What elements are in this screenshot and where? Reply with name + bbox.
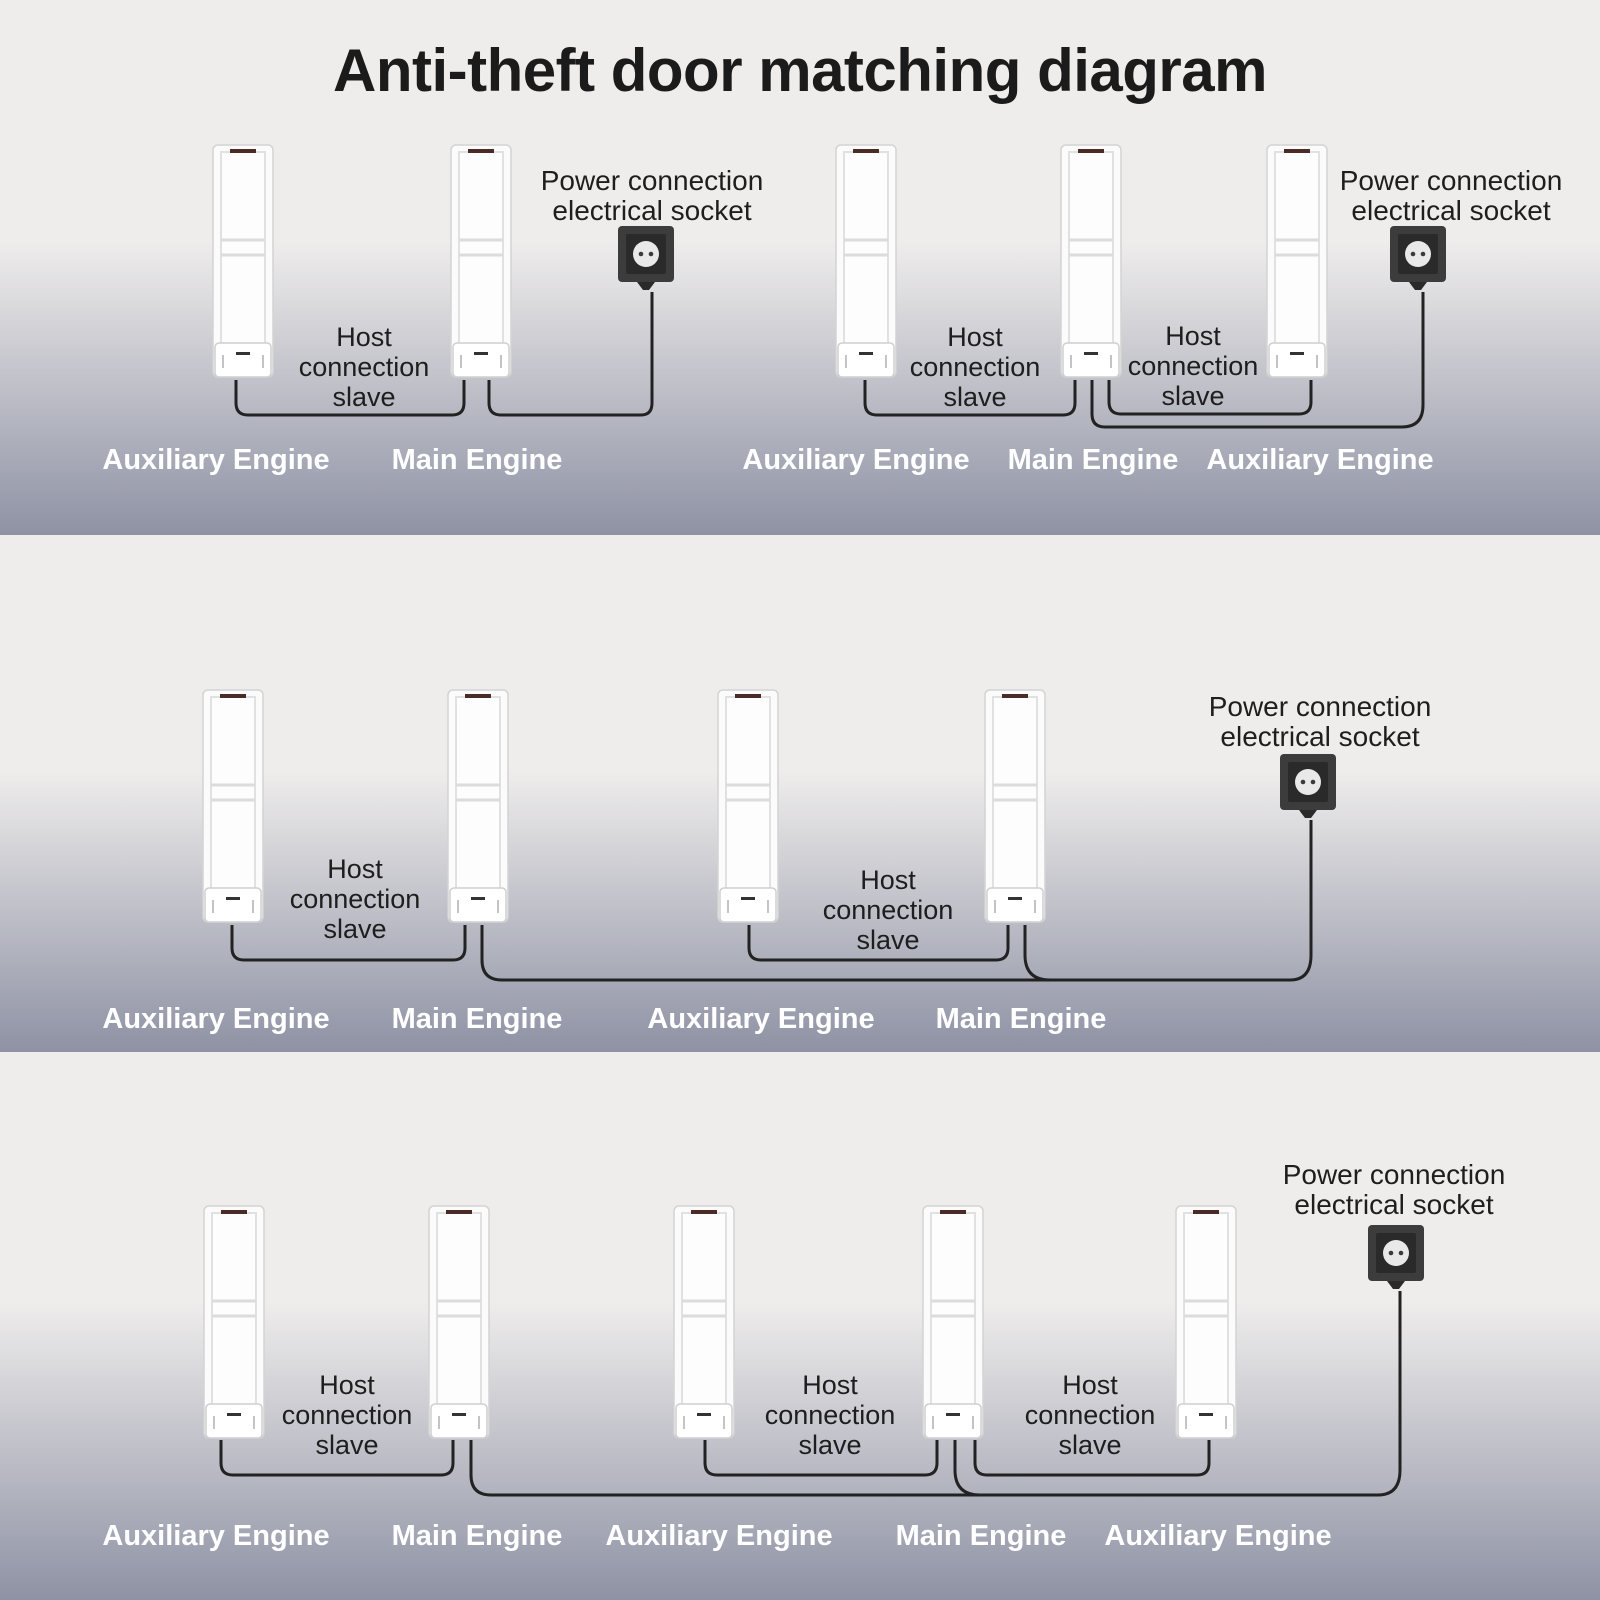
power-socket-icon [1390, 226, 1446, 290]
power-cable [953, 1440, 981, 1497]
host-label-line3: slave [332, 382, 395, 412]
power-label-line2: electrical socket [552, 195, 751, 226]
host-label-line2: connection [282, 1400, 413, 1430]
main-engine-label: Main Engine [392, 1003, 563, 1035]
host-label-line3: slave [798, 1430, 861, 1460]
diagram-four-door: Host connection slave Host connection sl… [102, 688, 1432, 1035]
host-slave-cable [863, 380, 1077, 417]
host-label-line1: Host [802, 1370, 858, 1400]
main-engine-label: Main Engine [1008, 444, 1179, 476]
main-engine-label: Main Engine [392, 1520, 563, 1552]
host-label-line3: slave [315, 1430, 378, 1460]
power-cable [1090, 292, 1425, 429]
panel-bottom [0, 1057, 1600, 1600]
host-label-line2: connection [1128, 351, 1259, 381]
power-label-line1: Power connection [1209, 691, 1432, 722]
auxiliary-engine-label: Auxiliary Engine [742, 444, 969, 476]
power-label-line2: electrical socket [1351, 195, 1550, 226]
diagram-two-door: Host connection slave Power connection e… [102, 143, 764, 476]
main-engine-pedestal-icon [446, 688, 510, 924]
host-slave-cable [973, 1440, 1211, 1477]
auxiliary-engine-label: Auxiliary Engine [647, 1003, 874, 1035]
power-label-line2: electrical socket [1294, 1189, 1493, 1220]
host-label-line3: slave [856, 925, 919, 955]
power-cable [487, 292, 654, 417]
auxiliary-engine-pedestal-icon [1174, 1204, 1238, 1440]
auxiliary-engine-pedestal-icon [672, 1204, 736, 1440]
power-label-line1: Power connection [541, 165, 764, 196]
host-slave-cable [219, 1440, 455, 1477]
main-engine-label: Main Engine [896, 1520, 1067, 1552]
main-engine-label: Main Engine [392, 444, 563, 476]
host-label-line1: Host [1062, 1370, 1118, 1400]
main-engine-pedestal-icon [449, 143, 513, 379]
main-engine-pedestal-icon [427, 1204, 491, 1440]
host-label-line2: connection [1025, 1400, 1156, 1430]
host-label-line3: slave [323, 914, 386, 944]
host-label-line2: connection [910, 352, 1041, 382]
host-label-line1: Host [336, 322, 392, 352]
power-label-line2: electrical socket [1220, 721, 1419, 752]
power-socket-icon [1368, 1225, 1424, 1289]
host-label-line1: Host [860, 865, 916, 895]
auxiliary-engine-pedestal-icon [211, 143, 275, 379]
host-slave-cable [234, 380, 466, 417]
auxiliary-engine-label: Auxiliary Engine [102, 1520, 329, 1552]
auxiliary-engine-label: Auxiliary Engine [1104, 1520, 1331, 1552]
auxiliary-engine-label: Auxiliary Engine [102, 444, 329, 476]
power-label-line1: Power connection [1283, 1159, 1506, 1190]
host-label-line3: slave [1161, 381, 1224, 411]
page-title: Anti-theft door matching diagram [333, 37, 1267, 104]
power-cable [1023, 925, 1051, 982]
host-label-line1: Host [947, 322, 1003, 352]
host-label-line3: slave [1058, 1430, 1121, 1460]
host-label-line1: Host [319, 1370, 375, 1400]
auxiliary-engine-label: Auxiliary Engine [102, 1003, 329, 1035]
power-label-line1: Power connection [1340, 165, 1563, 196]
main-engine-pedestal-icon [1059, 143, 1123, 379]
host-slave-cable [1107, 380, 1313, 416]
host-label-line1: Host [1165, 321, 1221, 351]
diagram-three-door: Host connection slave Host connection sl… [742, 143, 1563, 476]
power-cable [480, 820, 1313, 982]
auxiliary-engine-pedestal-icon [716, 688, 780, 924]
host-label-line2: connection [823, 895, 954, 925]
host-label-line2: connection [299, 352, 430, 382]
host-slave-cable [747, 925, 1010, 962]
main-engine-label: Main Engine [936, 1003, 1107, 1035]
main-engine-pedestal-icon [983, 688, 1047, 924]
host-slave-cable [703, 1440, 939, 1477]
power-socket-icon [1280, 754, 1336, 818]
power-socket-icon [618, 226, 674, 290]
auxiliary-engine-pedestal-icon [202, 1204, 266, 1440]
auxiliary-engine-pedestal-icon [201, 688, 265, 924]
auxiliary-engine-pedestal-icon [1265, 143, 1329, 379]
host-label-line2: connection [290, 884, 421, 914]
host-label-line3: slave [943, 382, 1006, 412]
auxiliary-engine-label: Auxiliary Engine [1206, 444, 1433, 476]
auxiliary-engine-label: Auxiliary Engine [605, 1520, 832, 1552]
power-cable [469, 1291, 1402, 1497]
main-engine-pedestal-icon [921, 1204, 985, 1440]
host-label-line1: Host [327, 854, 383, 884]
host-slave-cable [230, 925, 467, 962]
diagram-five-door: Host connection slave Host connection sl… [102, 1159, 1505, 1552]
host-label-line2: connection [765, 1400, 896, 1430]
auxiliary-engine-pedestal-icon [834, 143, 898, 379]
